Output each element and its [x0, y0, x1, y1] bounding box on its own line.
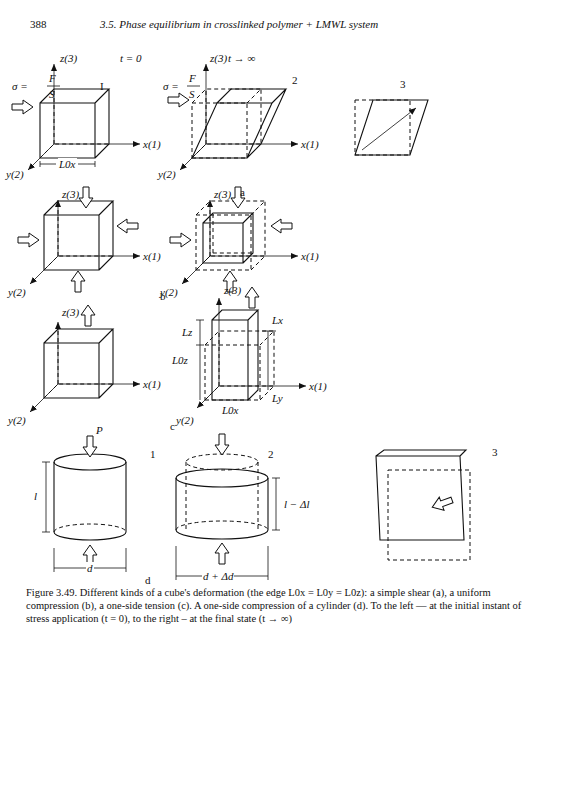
figure-label: x(1) [143, 250, 161, 262]
figure-label: x(1) [301, 250, 319, 262]
running-head: 388 [30, 18, 47, 30]
figure-label: 1 [150, 448, 156, 460]
figure-label: d + Δd [202, 570, 234, 582]
figure-label: z(3) [60, 52, 77, 64]
figure-label: Ly [272, 392, 283, 404]
figure-label: σ = [163, 80, 179, 92]
figure-label: x(1) [143, 378, 161, 390]
figure-label: c [170, 420, 175, 432]
figure-label: P [96, 424, 103, 436]
figure-label: σ = [12, 80, 28, 92]
figure-label: Lz [182, 326, 192, 338]
figure-label: y(2) [158, 168, 176, 180]
figure-label: 3 [492, 446, 498, 458]
figure-label: F [189, 72, 196, 84]
figure-label: y(2) [6, 168, 24, 180]
figure-label: 2 [292, 74, 298, 86]
figure-label: t → ∞ [228, 52, 255, 64]
figure-label: z(3) [224, 284, 241, 296]
figure-label: y(2) [176, 414, 194, 426]
figure-label: L0x [58, 158, 77, 170]
figure-label: l − Δl [284, 498, 310, 510]
figure-label: y(2) [8, 414, 26, 426]
figure-label: Lx [272, 314, 283, 326]
figure-caption: Figure 3.49. Different kinds of a cube's… [26, 586, 538, 625]
figure-label: 2 [268, 448, 274, 460]
figure-label: z(3) [214, 188, 231, 200]
figure-label: L0z [172, 354, 188, 366]
figure-label: z(3) [62, 306, 79, 318]
figure-label: I [100, 80, 104, 92]
figure-label: L0x [222, 404, 239, 416]
figure-label: x(1) [143, 138, 161, 150]
figure-label: y(2) [160, 286, 178, 298]
figure-label: y(2) [8, 286, 26, 298]
figure-label: x(1) [309, 380, 327, 392]
figure-label: t = 0 [120, 52, 141, 64]
figure-label: d [86, 562, 94, 574]
figure-label: S [189, 88, 195, 100]
figure-label: l [34, 490, 37, 502]
running-head: 3.5. Phase equilibrium in crosslinked po… [100, 18, 378, 30]
figure-label: S [49, 88, 55, 100]
figure-label: d [145, 574, 151, 586]
figure-label: a [240, 186, 245, 198]
figure-label: F [49, 72, 56, 84]
figure-label: x(1) [301, 138, 319, 150]
figure-label: z(3) [62, 188, 79, 200]
figure-label: z(3) [210, 52, 227, 64]
figure-label: 3 [400, 78, 406, 90]
